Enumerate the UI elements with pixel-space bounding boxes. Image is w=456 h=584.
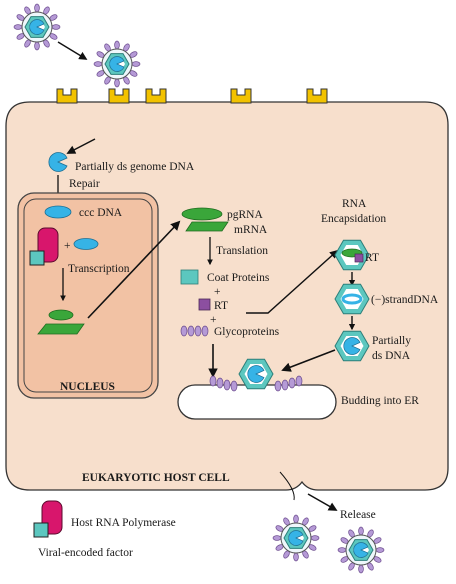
glycoproteins-label: Glycoproteins (214, 326, 280, 338)
budding-into-er-label: Budding into ER (341, 395, 419, 407)
ds-dna-label: ds DNA (372, 350, 411, 362)
mrna-label: mRNA (234, 224, 268, 236)
partially-ds-genome-dna-label: Partially ds genome DNA (75, 161, 195, 173)
receptor-1 (56, 88, 78, 104)
legend-host-rna-polymerase-label: Host RNA Polymerase (71, 517, 176, 529)
entry-arrow (66, 138, 96, 154)
encapsidation-label: Encapsidation (321, 213, 386, 225)
repair-label: Repair (69, 178, 100, 190)
attaching-virion (93, 40, 141, 88)
mrna-transcript-icon (37, 323, 85, 335)
glycoproteins-icon (180, 325, 209, 337)
ccc-dna-label: ccc DNA (79, 207, 123, 219)
minus-strand-dna-label: (−)strandDNA (371, 294, 439, 306)
capsid-to-er-arrow (281, 349, 336, 372)
ccc-dna-template-icon (73, 238, 99, 250)
pgrna-transcript-icon (48, 309, 74, 321)
coat-proteins-label: Coat Proteins (207, 272, 270, 284)
released-virion-2 (337, 526, 385, 574)
budding-capsid (238, 358, 274, 390)
release-channel-left (279, 471, 295, 501)
rna-label: RNA (342, 198, 367, 210)
er-glycoproteins (209, 375, 303, 392)
partially-label: Partially (372, 335, 411, 347)
legend-viral-encoded-factor-label: Viral-encoded factor (38, 547, 133, 559)
translation-label: Translation (216, 245, 268, 257)
receptor-3 (145, 88, 167, 104)
minus-strand-dna-icon (341, 293, 363, 305)
coat-protein-icon (180, 269, 199, 285)
rt-icon (198, 298, 211, 311)
mature-capsid-dna-icon (343, 337, 361, 355)
rt-label: RT (214, 300, 228, 312)
ccc-dna-icon (44, 205, 72, 219)
nuclear-export-arrow (87, 220, 181, 319)
receptor-5 (306, 88, 328, 104)
incoming-virion (13, 3, 61, 51)
to-encapsidation-arrow (246, 249, 339, 314)
nucleus-outer-membrane (17, 192, 159, 399)
nucleus-inner-membrane (23, 198, 153, 393)
plus-sign-nucleus: + (64, 240, 71, 252)
capsid-rt-label: RT (365, 252, 379, 264)
transcription-label: Transcription (68, 263, 130, 275)
plus-sign-1: + (214, 286, 221, 298)
pgrna-icon (181, 207, 223, 221)
receptor-4 (230, 88, 252, 104)
host-cell-label: EUKARYOTIC HOST CELL (82, 472, 230, 484)
plus-sign-2: + (210, 314, 217, 326)
release-arrow (307, 493, 338, 511)
receptor-2 (108, 88, 130, 104)
attachment-arrow (57, 41, 88, 60)
release-label: Release (340, 509, 376, 521)
endoplasmic-reticulum (177, 384, 337, 420)
encapsidated-rt-icon (354, 253, 364, 263)
mrna-icon (185, 221, 229, 232)
released-virion-1 (272, 514, 320, 562)
pgrna-label: pgRNA (227, 209, 263, 221)
nucleus-label: NUCLEUS (60, 381, 115, 393)
legend-viral-factor-icon (33, 522, 49, 538)
viral-encoded-factor-icon (29, 250, 45, 266)
